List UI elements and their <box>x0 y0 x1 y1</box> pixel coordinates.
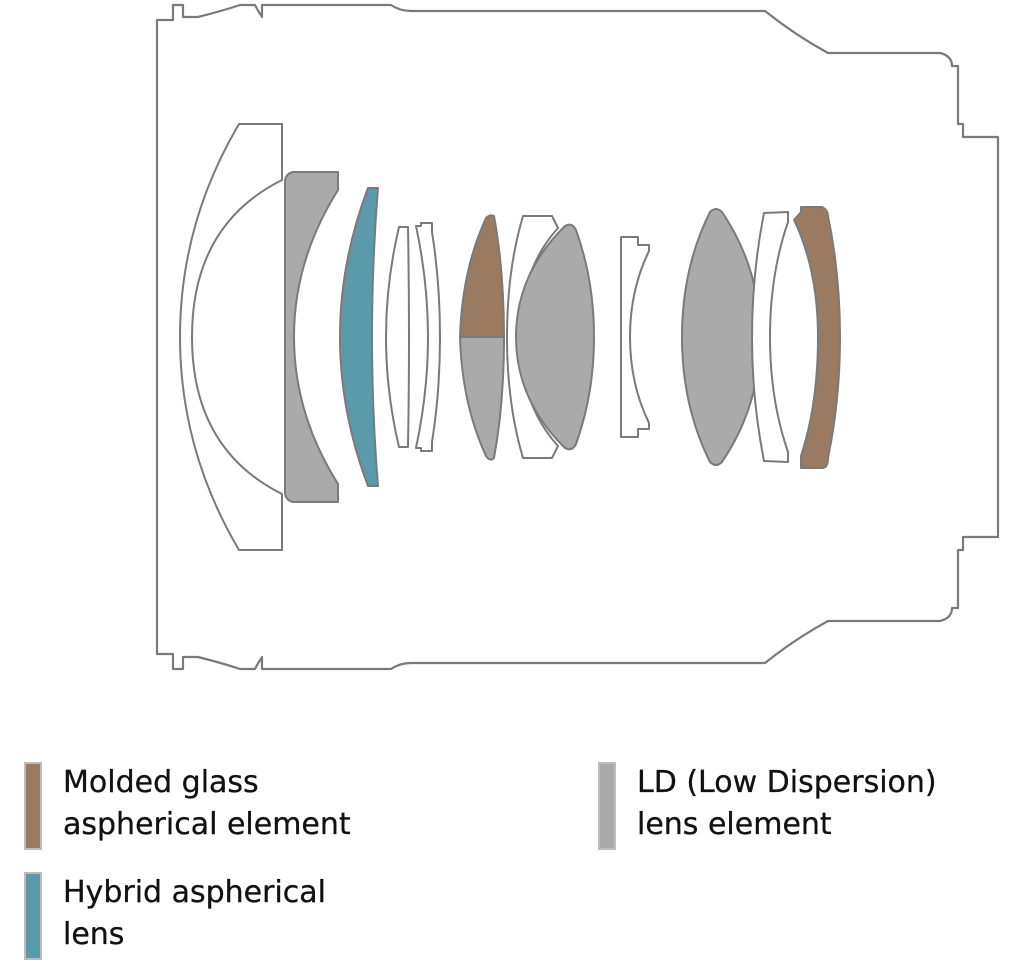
lens-element-1 <box>179 123 283 551</box>
ld-lens-swatch <box>598 762 616 850</box>
lens-element-8 <box>620 236 650 438</box>
hybrid-aspherical-swatch <box>24 872 42 960</box>
lens-barrel-outline <box>155 3 1000 671</box>
lens-element-5-ld-bottom <box>459 336 505 461</box>
lens-construction-diagram <box>155 3 1000 671</box>
lens-element-4a <box>385 226 410 448</box>
lens-element-10 <box>751 211 789 463</box>
lens-element-7-ld <box>515 223 595 451</box>
legend-ld-line2: lens element <box>637 807 832 842</box>
legend-label-hybrid: Hybrid aspherical lens <box>63 872 326 956</box>
lens-element-9-ld <box>681 208 761 466</box>
legend-label-molded: Molded glass aspherical element <box>63 762 351 846</box>
molded-glass-swatch <box>24 762 42 850</box>
legend-label-ld: LD (Low Dispersion) lens element <box>637 762 937 846</box>
legend-molded-line1: Molded glass <box>63 765 259 800</box>
legend-hybrid-line2: lens <box>63 917 125 952</box>
lens-element-11-molded <box>793 206 841 469</box>
legend-hybrid-line1: Hybrid aspherical <box>63 875 327 910</box>
legend-molded-line2: aspherical element <box>63 807 351 842</box>
lens-element-5-molded-top <box>459 214 505 338</box>
lens-element-3-hybrid <box>339 187 379 487</box>
legend-ld-line1: LD (Low Dispersion) <box>637 765 937 800</box>
lens-element-4b <box>415 222 441 452</box>
lens-element-2-ld <box>284 171 339 503</box>
